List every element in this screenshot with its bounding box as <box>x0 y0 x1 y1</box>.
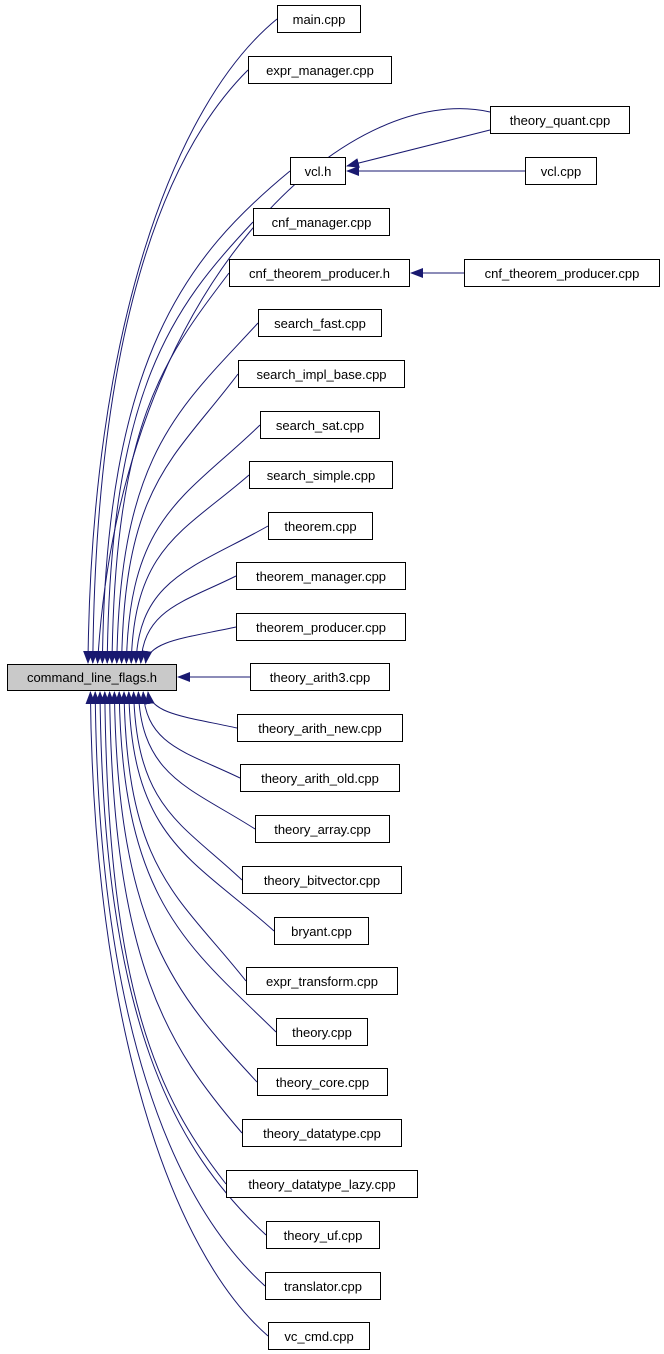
edge-theory-arith-new-cpp-to-command-line-flags-h <box>144 691 238 729</box>
node-translator-cpp[interactable]: translator.cpp <box>265 1272 381 1300</box>
edge-cnf-manager-cpp-to-command-line-flags-h <box>102 221 254 664</box>
edge-bryant-cpp-to-command-line-flags-h <box>124 691 275 932</box>
node-theory-bitvector-cpp[interactable]: theory_bitvector.cpp <box>242 866 402 894</box>
node-search-impl-base-cpp[interactable]: search_impl_base.cpp <box>238 360 405 388</box>
node-label: cnf_theorem_producer.cpp <box>484 265 640 281</box>
node-theory-cpp[interactable]: theory.cpp <box>276 1018 368 1046</box>
node-search-sat-cpp[interactable]: search_sat.cpp <box>260 411 380 439</box>
node-theory-quant-cpp[interactable]: theory_quant.cpp <box>490 106 630 134</box>
node-label: main.cpp <box>292 11 346 27</box>
node-theory-uf-cpp[interactable]: theory_uf.cpp <box>266 1221 380 1249</box>
edge-cnf-theorem-producer-h-to-command-line-flags-h <box>107 272 230 664</box>
edge-main-cpp-to-command-line-flags-h <box>83 18 278 664</box>
node-label: theory_datatype.cpp <box>263 1125 381 1141</box>
node-expr-transform-cpp[interactable]: expr_transform.cpp <box>246 967 398 995</box>
node-label: theory_array.cpp <box>274 821 371 837</box>
edge-translator-cpp-to-command-line-flags-h <box>90 691 266 1287</box>
node-vcl-h[interactable]: vcl.h <box>290 157 346 185</box>
node-theory-arith3-cpp[interactable]: theory_arith3.cpp <box>250 663 390 691</box>
node-label: expr_manager.cpp <box>266 62 374 78</box>
edge-search-fast-cpp-to-command-line-flags-h <box>111 322 259 664</box>
node-label: vcl.cpp <box>540 163 582 179</box>
node-theorem-producer-cpp[interactable]: theorem_producer.cpp <box>236 613 406 641</box>
node-label: theorem_manager.cpp <box>255 568 387 584</box>
node-label: command_line_flags.h <box>26 670 158 685</box>
edge-theory-datatype-cpp-to-command-line-flags-h <box>104 691 243 1134</box>
edge-search-impl-base-cpp-to-command-line-flags-h <box>116 373 239 664</box>
node-label: theory_datatype_lazy.cpp <box>248 1176 396 1192</box>
node-cnf-theorem-producer-cpp[interactable]: cnf_theorem_producer.cpp <box>464 259 660 287</box>
node-vcl-cpp[interactable]: vcl.cpp <box>525 157 597 185</box>
edge-theory-core-cpp-to-command-line-flags-h <box>109 691 258 1083</box>
node-label: cnf_theorem_producer.h <box>249 265 390 281</box>
node-main-cpp[interactable]: main.cpp <box>277 5 361 33</box>
node-label: vc_cmd.cpp <box>284 1328 354 1344</box>
node-label: cnf_manager.cpp <box>271 214 372 230</box>
node-bryant-cpp[interactable]: bryant.cpp <box>274 917 369 945</box>
edge-vcl-h-to-command-line-flags-h <box>97 170 291 664</box>
node-label: search_impl_base.cpp <box>256 366 387 382</box>
node-theory-arith-new-cpp[interactable]: theory_arith_new.cpp <box>237 714 403 742</box>
edge-theory-cpp-to-command-line-flags-h <box>114 691 277 1033</box>
node-label: theory_bitvector.cpp <box>263 872 381 888</box>
node-label: vcl.h <box>304 163 332 179</box>
edge-theory-bitvector-cpp-to-command-line-flags-h <box>128 691 243 881</box>
node-label: theory_arith3.cpp <box>269 669 371 685</box>
node-theory-arith-old-cpp[interactable]: theory_arith_old.cpp <box>240 764 400 792</box>
node-theorem-cpp[interactable]: theorem.cpp <box>268 512 373 540</box>
node-command-line-flags-h: command_line_flags.h <box>7 664 177 691</box>
node-label: theory_quant.cpp <box>509 112 611 128</box>
node-theory-datatype-cpp[interactable]: theory_datatype.cpp <box>242 1119 402 1147</box>
edge-theory-datatype-lazy-cpp-to-command-line-flags-h <box>99 691 227 1185</box>
node-label: theorem_producer.cpp <box>255 619 387 635</box>
node-theory-array-cpp[interactable]: theory_array.cpp <box>255 815 390 843</box>
node-search-fast-cpp[interactable]: search_fast.cpp <box>258 309 382 337</box>
node-theory-core-cpp[interactable]: theory_core.cpp <box>257 1068 388 1096</box>
node-cnf-manager-cpp[interactable]: cnf_manager.cpp <box>253 208 390 236</box>
edge-theory-quant-cpp-to-command-line-flags-h <box>93 108 491 664</box>
node-label: theory_uf.cpp <box>283 1227 363 1243</box>
node-cnf-theorem-producer-h[interactable]: cnf_theorem_producer.h <box>229 259 410 287</box>
node-label: bryant.cpp <box>291 923 352 939</box>
edge-expr-transform-cpp-to-command-line-flags-h <box>119 691 247 982</box>
edge-theory-array-cpp-to-command-line-flags-h <box>133 691 256 830</box>
node-label: theory_core.cpp <box>275 1074 370 1090</box>
edge-vc-cmd-cpp-to-command-line-flags-h <box>85 691 269 1337</box>
edge-theorem-cpp-to-command-line-flags-h <box>131 525 269 664</box>
edge-search-sat-cpp-to-command-line-flags-h <box>121 424 261 664</box>
node-expr-manager-cpp[interactable]: expr_manager.cpp <box>248 56 392 84</box>
node-label: search_fast.cpp <box>274 315 366 331</box>
edge-theorem-manager-cpp-to-command-line-flags-h <box>136 575 237 664</box>
edge-search-simple-cpp-to-command-line-flags-h <box>126 474 250 664</box>
edge-theory-quant-cpp-to-vcl-h <box>346 129 491 168</box>
node-label: theorem.cpp <box>284 518 357 534</box>
node-theorem-manager-cpp[interactable]: theorem_manager.cpp <box>236 562 406 590</box>
node-vc-cmd-cpp[interactable]: vc_cmd.cpp <box>268 1322 370 1350</box>
edge-expr-manager-cpp-to-command-line-flags-h <box>87 69 249 664</box>
node-label: theory_arith_new.cpp <box>258 720 382 736</box>
node-label: translator.cpp <box>283 1278 363 1294</box>
edge-theory-arith-old-cpp-to-command-line-flags-h <box>138 691 241 779</box>
node-theory-datatype-lazy-cpp[interactable]: theory_datatype_lazy.cpp <box>226 1170 418 1198</box>
node-search-simple-cpp[interactable]: search_simple.cpp <box>249 461 393 489</box>
edge-theorem-producer-cpp-to-command-line-flags-h <box>142 626 237 664</box>
node-label: search_sat.cpp <box>275 417 365 433</box>
node-label: expr_transform.cpp <box>266 973 378 989</box>
node-label: theory.cpp <box>292 1024 352 1040</box>
node-label: search_simple.cpp <box>266 467 376 483</box>
node-label: theory_arith_old.cpp <box>261 770 379 786</box>
